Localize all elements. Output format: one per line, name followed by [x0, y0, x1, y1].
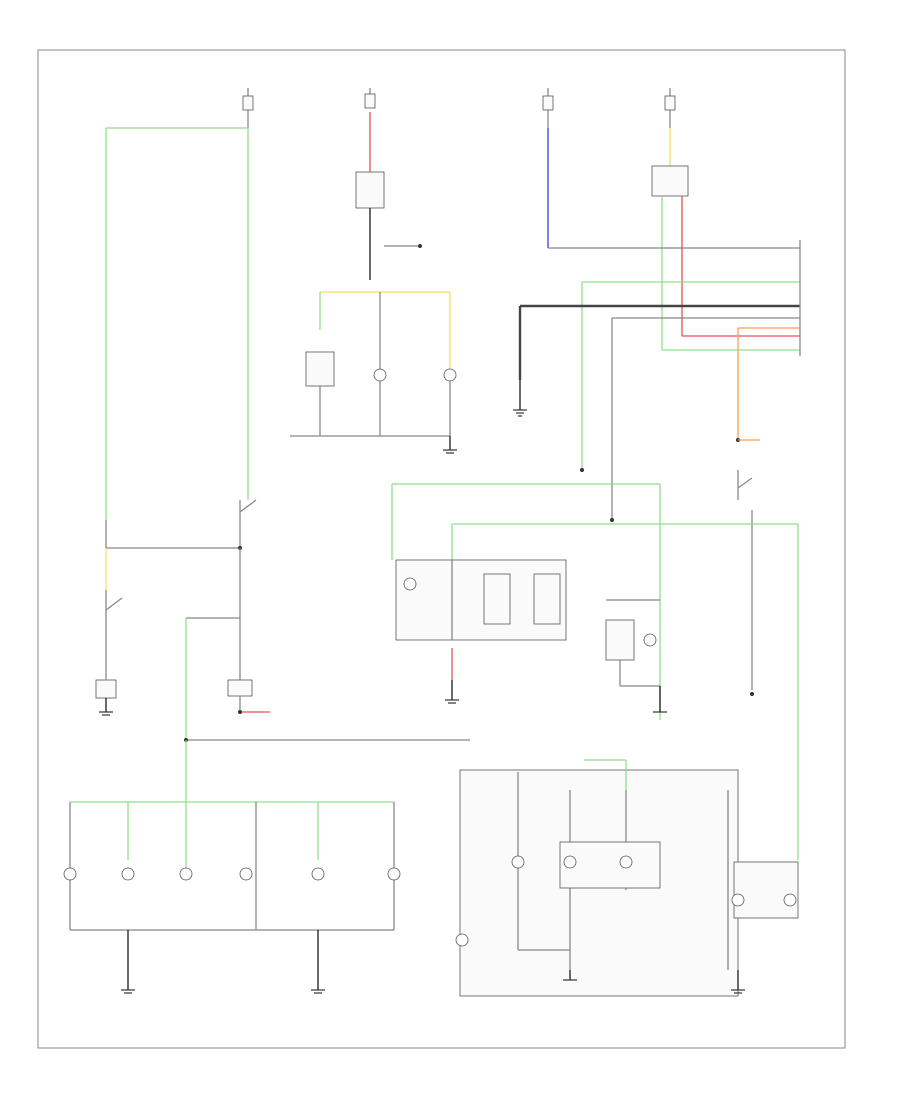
dimmer-chain: [185, 548, 270, 740]
fuse-feed-1: [242, 88, 254, 128]
bus-mid: [184, 738, 470, 742]
diagram-frame: [37, 49, 846, 1049]
lamp-bank-left: [63, 740, 401, 994]
switch-left-upper: [105, 499, 257, 550]
fuse-feed-2: [364, 88, 376, 172]
switch-left-lower: [95, 548, 123, 716]
bottom-right-panel: [455, 759, 799, 997]
ground-center-right: [513, 380, 527, 417]
switch-right: [736, 438, 760, 696]
fuse-feed-4: [664, 88, 676, 170]
lamp-group-upper: [290, 291, 457, 454]
relay-top-right: [651, 165, 689, 350]
center-panel: [391, 468, 799, 860]
lamp-pair-right: [605, 599, 667, 713]
fuse-feed-3: [542, 88, 554, 248]
relay-switch-top: [355, 171, 422, 280]
connector-bus-right: [518, 240, 801, 520]
left-green-feed: [105, 127, 249, 520]
